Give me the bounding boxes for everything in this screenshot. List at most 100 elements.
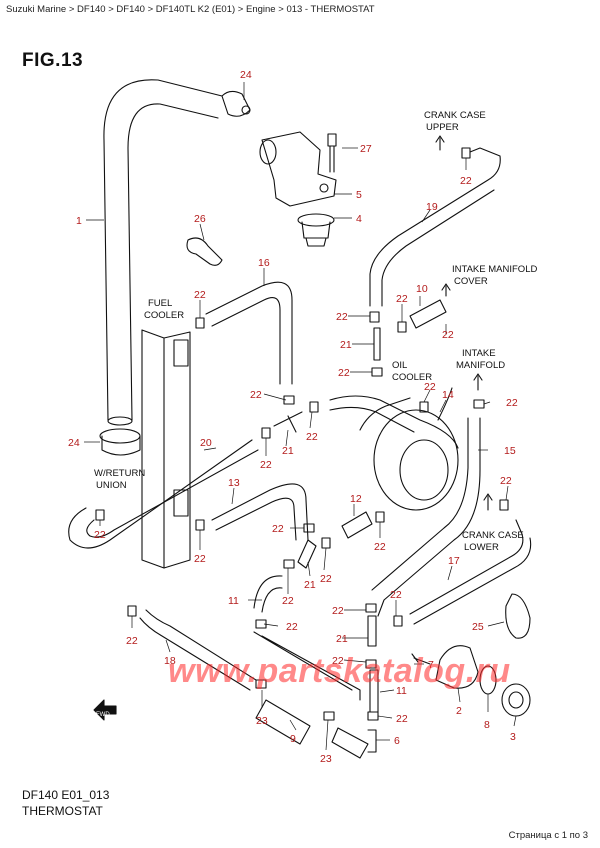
callout-22[interactable]: 22	[500, 475, 512, 487]
callout-22[interactable]: 22	[320, 573, 332, 585]
callout-22[interactable]: 22	[424, 381, 436, 393]
callout-22[interactable]: 22	[286, 621, 298, 633]
callout-22[interactable]: 22	[194, 289, 206, 301]
callout-7[interactable]: 7	[428, 659, 434, 671]
callout-22[interactable]: 22	[272, 523, 284, 535]
callout-numbers: 24 27 5 4 1 26 22 19 16 22 22 22 10 22 2…	[68, 69, 518, 765]
callout-11[interactable]: 11	[396, 685, 407, 697]
callout-22[interactable]: 22	[194, 553, 206, 565]
callout-24[interactable]: 24	[68, 437, 80, 449]
label-wreturn-2: UNION	[96, 480, 127, 491]
hose-13	[211, 483, 309, 541]
callout-4[interactable]: 4	[356, 213, 362, 225]
page-indicator: Страница с 1 по 3	[508, 830, 588, 841]
label-oil-cooler-1: OIL	[392, 360, 407, 371]
breadcrumb-separator: >	[108, 4, 114, 15]
thermostat-cover-5	[261, 131, 337, 207]
label-crankcase-upper-1: CRANK CASE	[424, 110, 486, 121]
callout-22[interactable]: 22	[506, 397, 518, 409]
label-crankcase-lower-2: LOWER	[464, 542, 499, 553]
label-intake-2: MANIFOLD	[456, 360, 505, 371]
fitting-21-d	[273, 411, 303, 433]
union-12	[341, 511, 373, 539]
callout-3[interactable]: 3	[510, 731, 516, 743]
union-10	[409, 299, 447, 329]
callout-11[interactable]: 11	[228, 595, 239, 607]
breadcrumb-item-df140-b[interactable]: DF140	[116, 4, 145, 15]
fitting-21-a	[373, 327, 381, 361]
pipe-9	[255, 699, 311, 745]
callout-8[interactable]: 8	[484, 719, 490, 731]
callout-24[interactable]: 24	[240, 69, 252, 81]
label-fuel-cooler-2: COOLER	[144, 310, 184, 321]
breadcrumb-item-df140-a[interactable]: DF140	[77, 4, 106, 15]
callout-22[interactable]: 22	[332, 605, 344, 617]
hose-14	[437, 387, 453, 421]
callout-22[interactable]: 22	[396, 713, 408, 725]
hose-11	[253, 575, 283, 613]
callout-26[interactable]: 26	[194, 213, 206, 225]
fitting-21-e	[297, 539, 317, 569]
callout-14[interactable]: 14	[442, 389, 454, 401]
callout-13[interactable]: 13	[228, 477, 240, 489]
callout-22[interactable]: 22	[306, 431, 318, 443]
callout-21[interactable]: 21	[336, 633, 348, 645]
callout-22[interactable]: 22	[460, 175, 472, 187]
fwd-arrow	[93, 699, 117, 721]
callout-22[interactable]: 22	[282, 595, 294, 607]
callout-22[interactable]: 22	[94, 529, 106, 541]
callout-22[interactable]: 22	[260, 459, 272, 471]
breadcrumb-separator: >	[68, 4, 75, 15]
label-intake-cover-2: COVER	[454, 276, 488, 287]
callout-16[interactable]: 16	[258, 257, 270, 269]
breadcrumb-item-engine[interactable]: Engine	[246, 4, 276, 15]
callout-22[interactable]: 22	[442, 329, 454, 341]
callout-10[interactable]: 10	[416, 283, 428, 295]
label-wreturn-1: W/RETURN	[94, 468, 145, 479]
callout-23[interactable]: 23	[256, 715, 268, 727]
hose-15	[377, 417, 481, 617]
callout-2[interactable]: 2	[456, 705, 462, 717]
callout-18[interactable]: 18	[164, 655, 176, 667]
clip-26	[186, 237, 223, 266]
callout-25[interactable]: 25	[472, 621, 484, 633]
breadcrumb-separator: >	[278, 4, 284, 15]
callout-21[interactable]: 21	[340, 339, 352, 351]
label-crankcase-lower-1: CRANK CASE	[462, 530, 524, 541]
callout-22[interactable]: 22	[250, 389, 262, 401]
arrow-intake-cover	[441, 283, 451, 297]
breadcrumb-item-model[interactable]: DF140TL K2 (E01)	[155, 4, 236, 15]
breadcrumb: Suzuki Marine > DF140 > DF140 > DF140TL …	[6, 4, 375, 15]
callout-22[interactable]: 22	[390, 589, 402, 601]
callout-27[interactable]: 27	[360, 143, 372, 155]
callout-1[interactable]: 1	[76, 215, 82, 227]
callout-23[interactable]: 23	[320, 753, 332, 765]
callout-19[interactable]: 19	[426, 201, 438, 213]
callout-21[interactable]: 21	[304, 579, 316, 591]
callout-17[interactable]: 17	[448, 555, 460, 567]
callout-22[interactable]: 22	[396, 293, 408, 305]
oil-cooler	[373, 409, 459, 511]
bolt-7	[411, 653, 431, 665]
callout-9[interactable]: 9	[290, 733, 296, 745]
callout-5[interactable]: 5	[356, 189, 362, 201]
label-intake-1: INTAKE	[462, 348, 496, 359]
breadcrumb-separator: >	[237, 4, 244, 15]
callout-22[interactable]: 22	[374, 541, 386, 553]
callout-22[interactable]: 22	[338, 367, 350, 379]
union-6	[331, 727, 377, 759]
callout-6[interactable]: 6	[394, 735, 400, 747]
callout-21[interactable]: 21	[282, 445, 294, 457]
callout-12[interactable]: 12	[350, 493, 362, 505]
callout-15[interactable]: 15	[504, 445, 516, 457]
bolt-27	[327, 133, 337, 173]
breadcrumb-item-suzuki-marine[interactable]: Suzuki Marine	[6, 4, 67, 15]
hose-17	[409, 519, 524, 615]
callout-22[interactable]: 22	[336, 311, 348, 323]
callout-22[interactable]: 22	[126, 635, 138, 647]
clamp-24-top	[221, 90, 251, 117]
callout-20[interactable]: 20	[200, 437, 212, 449]
callout-22[interactable]: 22	[332, 655, 344, 667]
hose-1	[103, 79, 223, 421]
